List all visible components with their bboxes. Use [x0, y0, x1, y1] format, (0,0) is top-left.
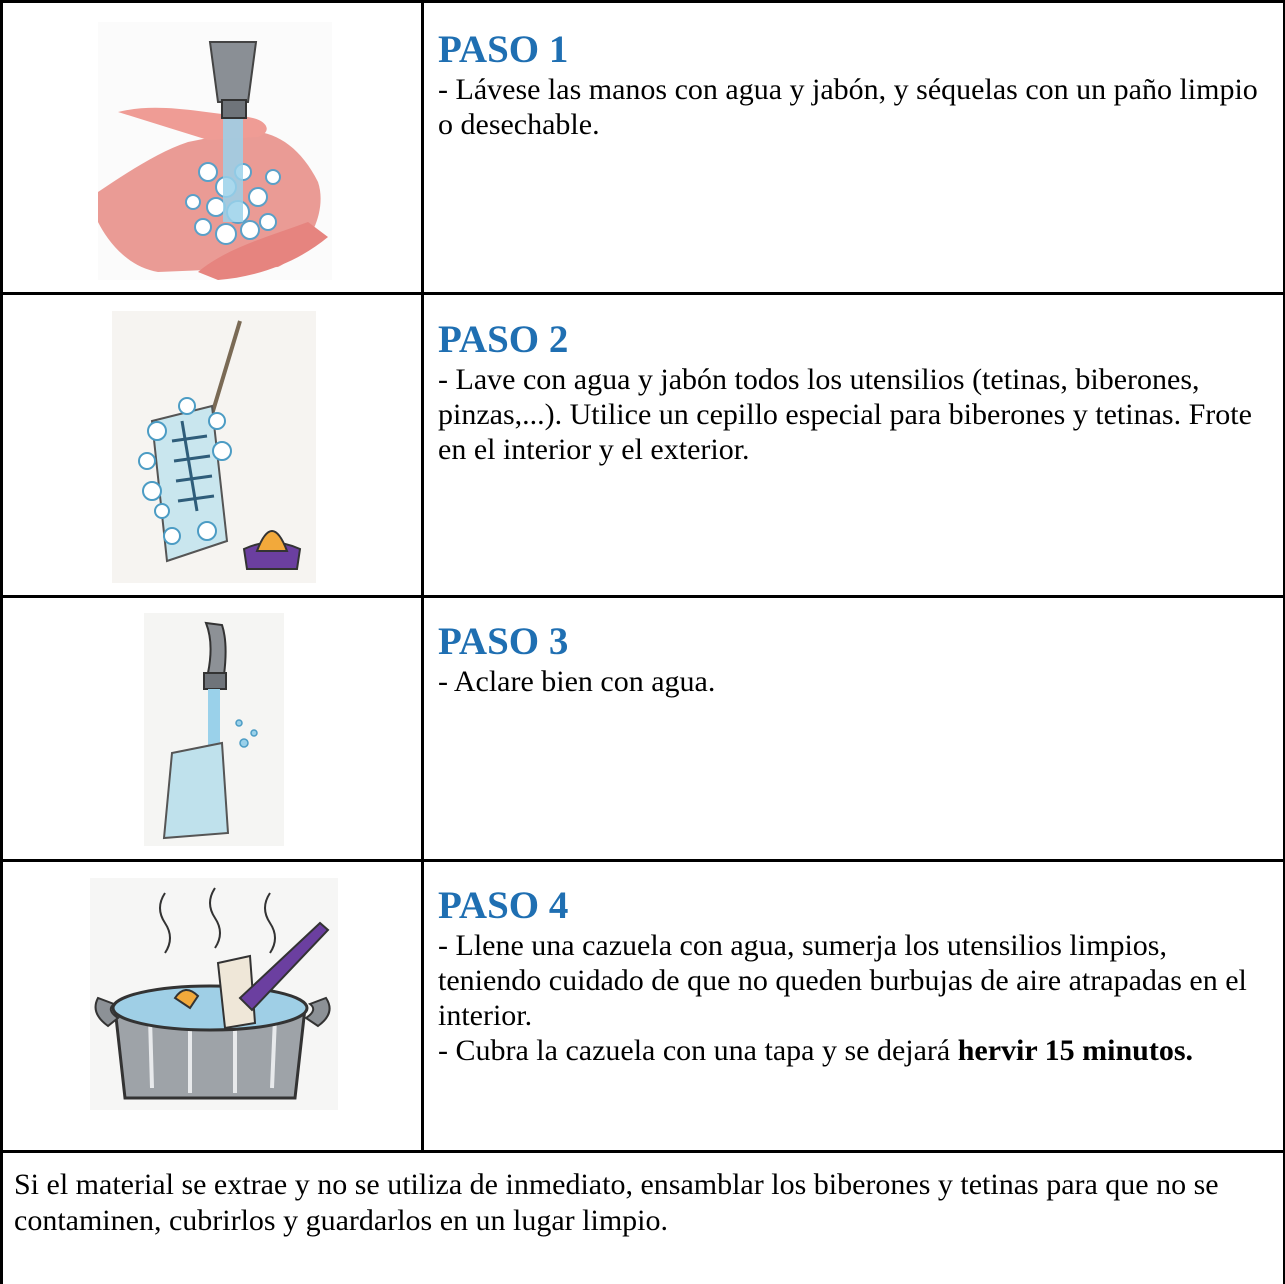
- step-1-text: PASO 1 - Lávese las manos con agua y jab…: [438, 28, 1258, 142]
- step-1-instruction: - Lávese las manos con agua y jabón, y s…: [438, 73, 1258, 141]
- footer-note: Si el material se extrae y no se utiliza…: [14, 1168, 1219, 1237]
- row-divider: [0, 1150, 1285, 1153]
- step-4-boil-time: hervir 15 minutos.: [957, 1034, 1194, 1067]
- column-divider: [421, 0, 424, 1152]
- step-3-text: PASO 3 - Aclare bien con agua.: [438, 620, 1258, 699]
- boiling-pot-illustration: [90, 878, 338, 1110]
- step-4-text: PASO 4 - Llene una cazuela con agua, sum…: [438, 884, 1258, 1068]
- row-divider: [0, 859, 1285, 862]
- bottle-brush-illustration: [112, 311, 316, 583]
- step-3-title: PASO 3: [438, 620, 569, 663]
- step-4-instruction-2-text: - Cubra la cazuela con una tapa y se dej…: [438, 1034, 958, 1067]
- row-divider: [0, 595, 1285, 598]
- step-1-title: PASO 1: [438, 28, 569, 71]
- step-3-instruction: - Aclare bien con agua.: [438, 665, 716, 698]
- step-4-instruction-2: - Cubra la cazuela con una tapa y se dej…: [438, 1033, 1258, 1068]
- step-2-instruction: - Lave con agua y jabón todos los utensi…: [438, 363, 1252, 466]
- step-2-title: PASO 2: [438, 318, 569, 361]
- rinse-bottle-illustration: [144, 613, 284, 846]
- step-2-text: PASO 2 - Lave con agua y jabón todos los…: [438, 318, 1258, 467]
- handwashing-illustration: [98, 22, 332, 280]
- step-4-instruction-1: - Llene una cazuela con agua, sumerja lo…: [438, 929, 1247, 1032]
- row-divider: [0, 292, 1285, 295]
- step-4-title: PASO 4: [438, 884, 569, 927]
